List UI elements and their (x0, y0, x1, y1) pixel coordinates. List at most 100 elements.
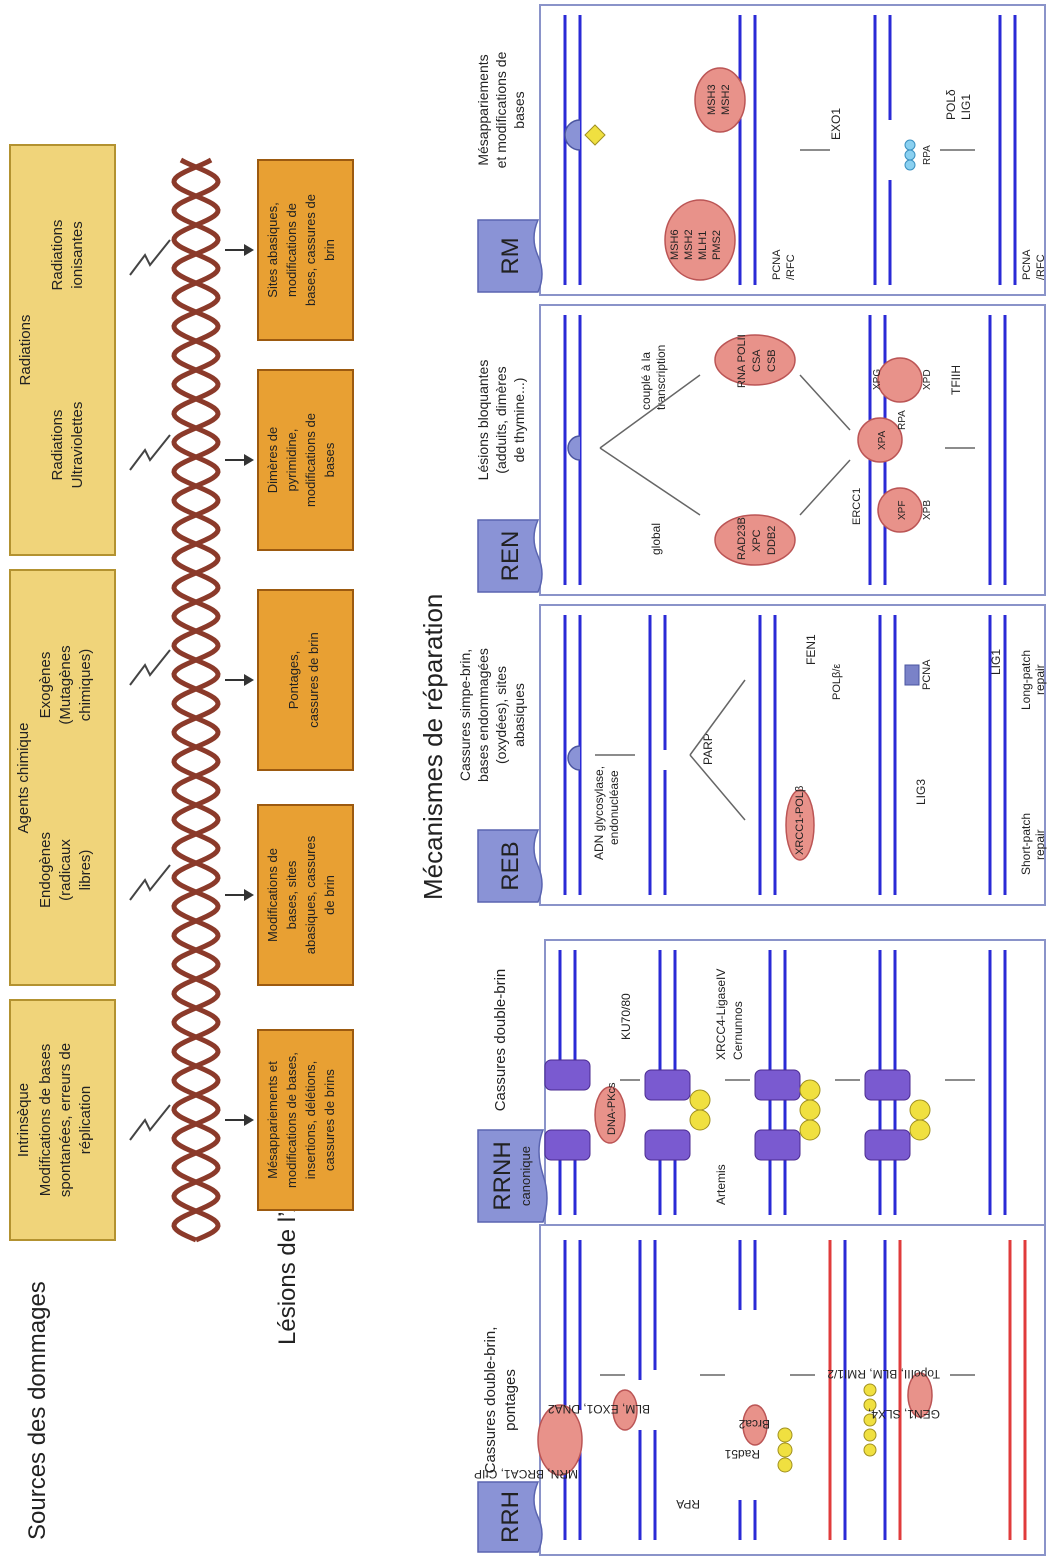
svg-text:RPA: RPA (897, 410, 908, 430)
svg-text:global: global (649, 523, 663, 555)
lightning-icon (129, 649, 171, 686)
svg-text:BLM, EXO1, DNA2: BLM, EXO1, DNA2 (548, 1402, 650, 1416)
svg-text:Cernunnos: Cernunnos (731, 1001, 745, 1060)
svg-text:MRN, BRCA1, CtIP: MRN, BRCA1, CtIP (474, 1467, 578, 1481)
protein-complex (742, 1404, 768, 1446)
svg-text:/RFC: /RFC (1035, 254, 1047, 280)
dna-helix (171, 157, 221, 1243)
svg-text:cassures de brin: cassures de brin (306, 632, 321, 727)
svg-text:RPA: RPA (676, 1497, 700, 1511)
svg-text:XRCC1-POLβ: XRCC1-POLβ (794, 786, 806, 855)
panel-title: Cassures double-brin, (482, 1327, 499, 1474)
svg-text:bases, sites: bases, sites (284, 860, 299, 929)
reb-illustration: ADN glycosylase, endonucléase PARP XRCC1… (563, 615, 1047, 895)
protein-complex (785, 789, 815, 861)
svg-text:modifications de bases,: modifications de bases, (284, 1052, 299, 1188)
lightning-icon (129, 1104, 171, 1141)
svg-text:MSH3: MSH3 (706, 84, 718, 115)
panel-tag-shape (477, 829, 543, 903)
panel-title: de thymine...) (511, 378, 527, 463)
svg-text:Rad51: Rad51 (724, 1447, 760, 1461)
svg-text:Pontages,: Pontages, (286, 651, 301, 710)
svg-text:Dimères de: Dimères de (265, 427, 280, 493)
source-box-radiations: Radiations Radiations Ultraviolettes Rad… (9, 144, 116, 556)
svg-text:de brin: de brin (322, 875, 337, 915)
lightning-icon (129, 434, 171, 471)
svg-text:POLδ: POLδ (944, 89, 958, 120)
svg-text:modifications de: modifications de (284, 203, 299, 297)
svg-text:XPC: XPC (751, 529, 763, 552)
svg-text:(radicaux: (radicaux (57, 839, 74, 901)
svg-text:MSH6: MSH6 (669, 229, 681, 260)
svg-text:Artemis: Artemis (714, 1164, 728, 1205)
source-box-intrinseque: Intrinsèque Modifications de bases spont… (9, 999, 116, 1241)
svg-text:MSH2: MSH2 (683, 229, 695, 260)
svg-text:RNA POLII: RNA POLII (736, 334, 748, 388)
lightning-icon (129, 864, 171, 901)
protein-complex (714, 514, 796, 566)
panel-tag: RRNH (489, 1141, 516, 1210)
svg-text:EXO1: EXO1 (829, 108, 843, 140)
svg-text:Brca2: Brca2 (738, 1417, 770, 1431)
svg-text:GEN1, SLX4,: GEN1, SLX4, (868, 1407, 940, 1421)
svg-text:/RFC: /RFC (785, 254, 797, 280)
protein-complex (612, 1389, 638, 1431)
svg-text:endonucléase: endonucléase (607, 770, 621, 845)
svg-text:CSA: CSA (751, 349, 763, 372)
protein-complex (877, 487, 923, 533)
svg-text:ionisantes: ionisantes (69, 221, 86, 289)
panel-title: Mésappariements (475, 54, 491, 165)
panel-title: abasiques (511, 683, 527, 747)
svg-text:XPF: XPF (897, 501, 908, 520)
lesion-box: Dimères de pyrimidine, modifications de … (257, 369, 354, 551)
rrnh-illustration: DNA-PKcs KU70/80 Artemis XRCC4-LigaseIV … (544, 950, 1007, 1215)
panel-title: (adduits, dimères (493, 366, 509, 473)
svg-text:PCNA: PCNA (1021, 249, 1033, 280)
svg-text:Exogènes: Exogènes (37, 652, 54, 719)
panel-title: bases (511, 91, 527, 128)
svg-text:Sites abasiques,: Sites abasiques, (265, 202, 280, 297)
svg-text:réplication: réplication (77, 1086, 94, 1154)
svg-text:Radiations: Radiations (49, 220, 66, 291)
svg-text:DDB2: DDB2 (766, 526, 778, 555)
svg-text:PMS2: PMS2 (711, 230, 723, 260)
svg-text:RAD23B: RAD23B (736, 517, 748, 560)
panel-title: pontages (502, 1369, 519, 1431)
lightning-icon (129, 239, 171, 276)
svg-text:CSB: CSB (766, 349, 778, 372)
svg-text:Long-patch: Long-patch (1019, 650, 1033, 710)
svg-text:couplé à la: couplé à la (639, 352, 653, 410)
panel-rm: RM Mésappariements et modifications de b… (475, 4, 1046, 296)
svg-text:Modifications de bases: Modifications de bases (37, 1044, 54, 1197)
protein-complex (694, 67, 746, 133)
panel-tag-shape (477, 1129, 548, 1223)
svg-text:TopoIII, BLM, RMI1/2: TopoIII, BLM, RMI1/2 (827, 1367, 940, 1381)
svg-text:XPB: XPB (922, 500, 933, 520)
svg-text:modifications de: modifications de (303, 413, 318, 507)
protein-complex (714, 334, 796, 386)
panel-tag: REN (497, 531, 524, 582)
panel-tag: REB (497, 841, 524, 890)
rm-illustration: MSH6 MSH2 MLH1 PMS2 MSH3 MSH2 PCNA /RFC … (563, 15, 1047, 285)
svg-text:bases: bases (322, 442, 337, 477)
svg-text:Short-patch: Short-patch (1019, 813, 1033, 875)
svg-text:pyrimidine,: pyrimidine, (284, 429, 299, 492)
svg-text:XPG: XPG (872, 369, 883, 390)
panel-tag-shape (477, 219, 543, 293)
svg-text:TFIIH: TFIIH (949, 365, 963, 395)
svg-text:RPA: RPA (922, 145, 933, 165)
lesion-box: Sites abasiques, modifications de bases,… (257, 159, 354, 341)
protein-complex (664, 199, 736, 281)
svg-text:KU70/80: KU70/80 (619, 993, 633, 1040)
svg-text:abasiques, cassures: abasiques, cassures (303, 835, 318, 954)
lesion-box: Pontages, cassures de brin (257, 589, 354, 771)
svg-text:MSH2: MSH2 (720, 84, 732, 115)
rrh-illustration: MRN, BRCA1, CtIP BLM, EXO1, DNA2 RPA Rad… (474, 1240, 1027, 1540)
svg-text:XRCC4-LigaseIV: XRCC4-LigaseIV (714, 969, 728, 1060)
svg-text:PCNA: PCNA (771, 249, 783, 280)
source-title: Radiations (17, 315, 34, 386)
svg-text:brin: brin (322, 239, 337, 261)
svg-text:spontanées, erreurs de: spontanées, erreurs de (57, 1043, 74, 1197)
